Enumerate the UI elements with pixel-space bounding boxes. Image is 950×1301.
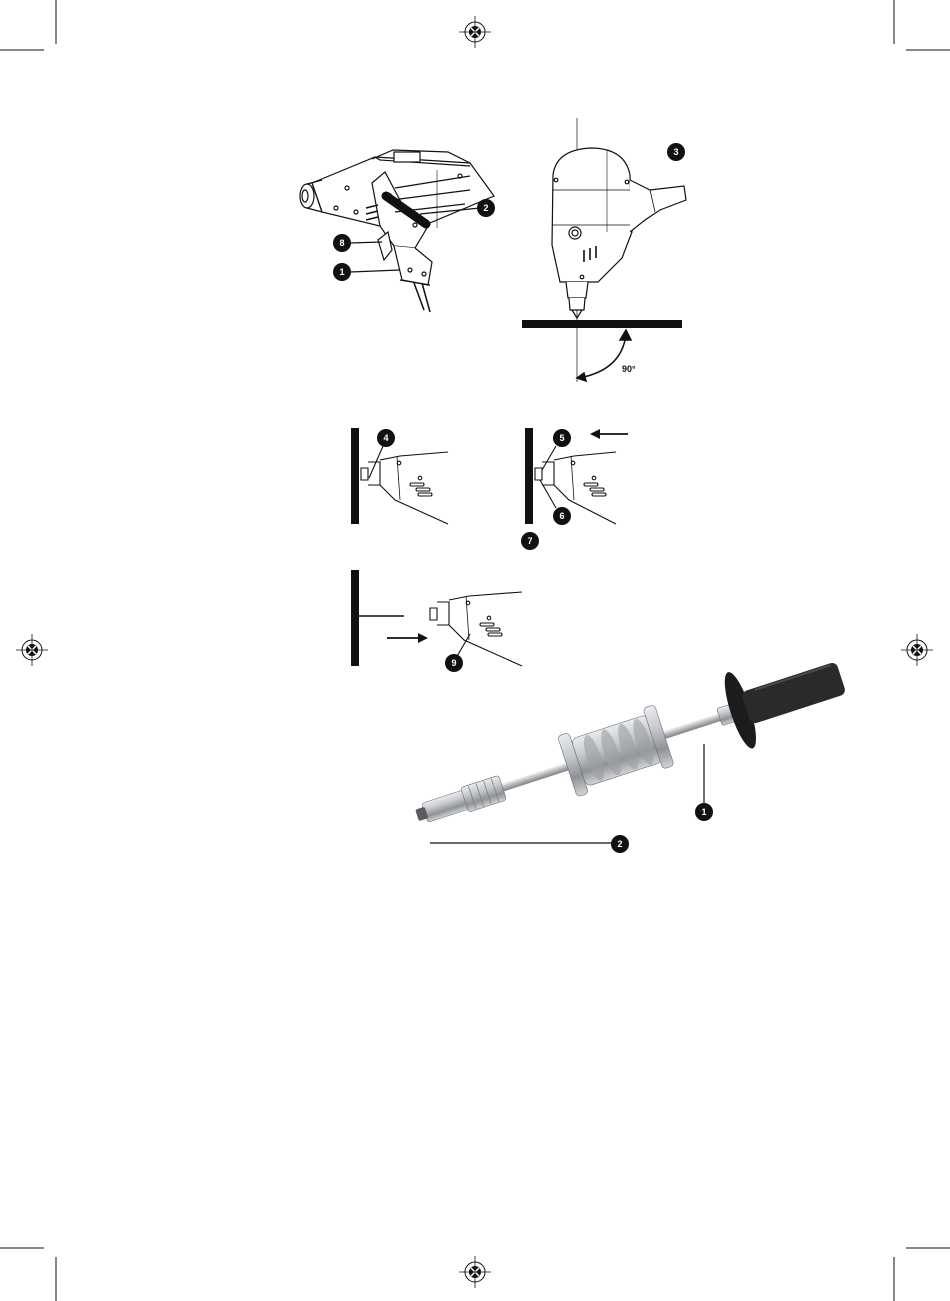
hammer-handle [741, 661, 847, 724]
registration-mark-top [459, 16, 491, 48]
figure-slide-hammer [405, 640, 854, 854]
callout-7-number: 7 [527, 536, 532, 546]
callout-1-fig6: 1 [695, 803, 713, 821]
callout-9-number: 9 [451, 658, 456, 668]
registration-mark-right [901, 634, 933, 666]
callout-5-number: 5 [559, 433, 564, 443]
callout-2-fig1: 2 [477, 199, 495, 217]
callout-6-fig4: 6 [553, 507, 571, 525]
figure-nozzle-contact [361, 444, 448, 524]
push-arrow-fig4 [590, 429, 628, 439]
hammer-tip [422, 790, 470, 823]
angle-90-label: 90° [622, 364, 636, 374]
figure-welder-perpendicular [552, 118, 686, 382]
wall-fig3 [351, 428, 359, 524]
registration-mark-bottom [459, 1256, 491, 1288]
figure-stud-insert [535, 446, 616, 524]
callout-8-number: 8 [339, 238, 344, 248]
knurled-coupler [461, 775, 507, 812]
callout-4-fig3: 4 [377, 429, 395, 447]
panel-horizontal [522, 320, 682, 328]
registration-mark-left [16, 634, 48, 666]
callout-3-number: 3 [673, 147, 678, 157]
callout-4-number: 4 [383, 433, 388, 443]
callout-2-fig6: 2 [611, 835, 629, 853]
callout-7-fig4: 7 [521, 532, 539, 550]
callout-2-number: 2 [483, 203, 488, 213]
wall-fig5 [351, 570, 359, 666]
callout-9-fig5: 9 [445, 654, 463, 672]
figure-withdraw [359, 592, 522, 666]
callout-6-number: 6 [559, 511, 564, 521]
callout-1-number: 1 [339, 267, 344, 277]
slide-weight [557, 705, 674, 797]
figure-welder-isometric [300, 150, 494, 312]
callout-8-fig1: 8 [333, 234, 351, 252]
callout-1-fig6-number: 1 [701, 807, 706, 817]
wall-fig4 [525, 428, 533, 524]
callout-5-fig4: 5 [553, 429, 571, 447]
callout-1-fig1: 1 [333, 263, 351, 281]
callout-2-fig6-number: 2 [617, 839, 622, 849]
pull-arrow-fig5 [387, 633, 428, 643]
callout-3-fig2: 3 [667, 143, 685, 161]
